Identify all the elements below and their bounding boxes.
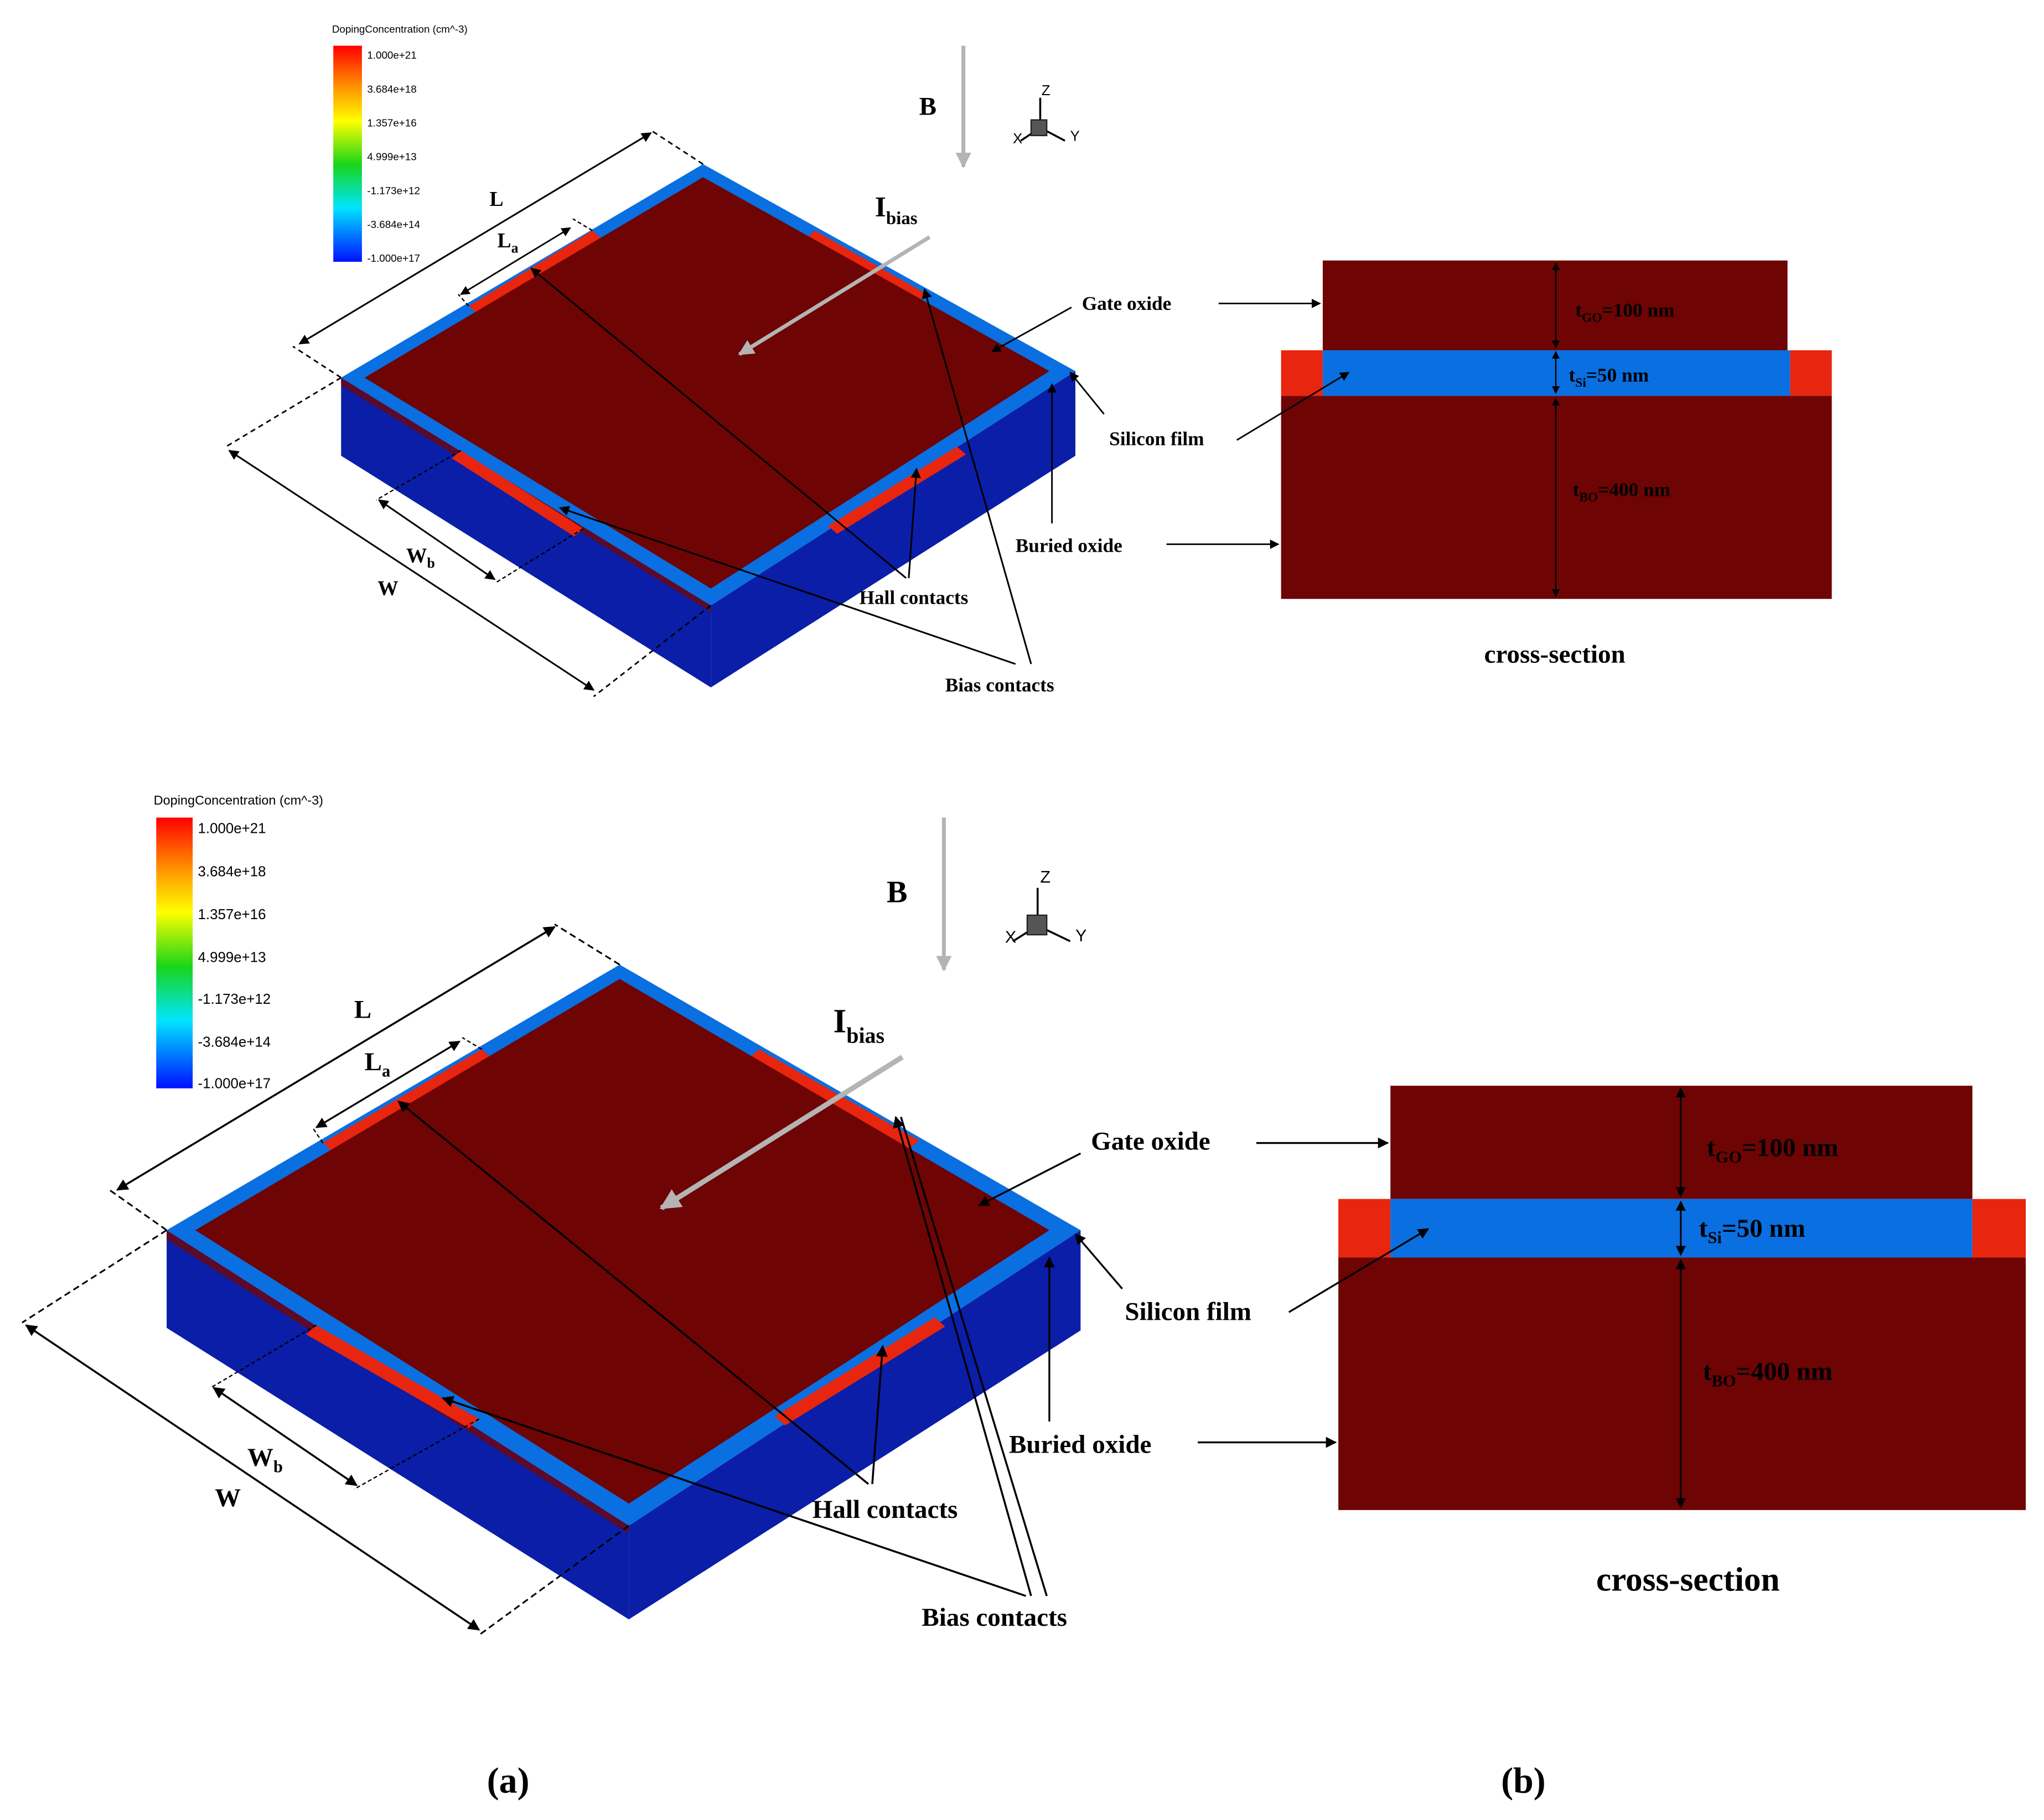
legend-tick: 4.999e+13	[198, 950, 266, 966]
legend-tick: 1.357e+16	[367, 117, 416, 128]
legend-colorbar	[333, 45, 362, 262]
cs-tbo-label: tBO=400 nm	[1703, 1357, 1833, 1391]
legend-tick: -3.684e+14	[198, 1034, 271, 1050]
panel-bottom: DopingConcentration (cm^-3) 1.000e+21 3.…	[22, 793, 2026, 1636]
cs-buried-oxide	[1338, 1257, 2026, 1510]
label-W: W	[377, 577, 399, 600]
axis-cube-icon	[1026, 914, 1048, 936]
ibias-arrow	[659, 1055, 904, 1211]
legend-tick: -3.684e+14	[367, 219, 420, 230]
bias-contact	[806, 230, 927, 303]
axis-x: X	[1005, 927, 1016, 946]
cs-title: cross-section	[1484, 640, 1626, 669]
label-bias-contacts: Bias contacts	[922, 1603, 1067, 1632]
legend-tick: -1.000e+17	[367, 252, 420, 264]
cs-tbo-label: tBO=400 nm	[1572, 479, 1670, 504]
legend-tick: -1.173e+12	[367, 185, 420, 196]
cs-contact-left	[1281, 350, 1323, 396]
cs-tgo-label: tGO=100 nm	[1575, 299, 1674, 325]
ibias-arrow	[738, 235, 931, 356]
legend-tick: 3.684e+18	[367, 83, 416, 95]
b-field-label: B	[919, 92, 936, 121]
label-W: W	[215, 1484, 241, 1512]
caption-b: (b)	[1501, 1760, 1546, 1801]
label-silicon-film: Silicon film	[1109, 428, 1204, 450]
cross-section: tGO=100 nm tSi=50 nm tBO=400 nm cross-se…	[1198, 1086, 2026, 1599]
doping-legend: DopingConcentration (cm^-3) 1.000e+21 3.…	[154, 793, 323, 1092]
label-La: La	[365, 1048, 391, 1081]
hall-contact	[774, 1317, 945, 1425]
panel-top: DopingConcentration (cm^-3) 1.000e+21 3.…	[223, 23, 1832, 697]
dim-La	[460, 227, 571, 295]
label-gate-oxide: Gate oxide	[1091, 1127, 1210, 1155]
cs-buried-oxide	[1281, 396, 1832, 599]
hall-contact	[828, 447, 966, 534]
axis-x: X	[1013, 131, 1022, 147]
axis-z: Z	[1042, 83, 1051, 98]
label-ibias: Ibias	[833, 1003, 884, 1048]
b-field-label: B	[887, 875, 908, 909]
axis-cube-icon	[1030, 119, 1048, 137]
dim-Wb	[377, 499, 496, 580]
legend-tick: 3.684e+18	[198, 864, 266, 879]
axis-y: Y	[1070, 128, 1080, 144]
axis-triad: Z X Y	[1005, 868, 1086, 946]
legend-tick: -1.173e+12	[198, 992, 271, 1007]
dim-Wb	[213, 1387, 358, 1486]
label-ibias: Ibias	[875, 191, 918, 229]
label-Wb: Wb	[406, 544, 435, 571]
cs-tgo-label: tGO=100 nm	[1707, 1133, 1839, 1166]
annotations: Gate oxide Silicon film Buried oxide Hal…	[397, 1100, 1251, 1632]
caption-a: (a)	[487, 1760, 530, 1801]
label-gate-oxide: Gate oxide	[1082, 293, 1172, 314]
device-side-right	[629, 1230, 1081, 1620]
dimensions: L La W Wb	[223, 129, 712, 697]
legend-tick: 1.000e+21	[367, 49, 416, 61]
label-L: L	[489, 188, 503, 211]
device-side-right	[711, 371, 1075, 688]
legend-colorbar	[156, 817, 193, 1088]
cs-tsi-label: tSi=50 nm	[1699, 1214, 1805, 1247]
label-buried-oxide: Buried oxide	[1016, 535, 1122, 557]
legend-tick: 1.357e+16	[198, 907, 266, 922]
cs-contact-right	[1790, 350, 1832, 396]
cs-contact-left	[1338, 1199, 1391, 1258]
cs-contact-right	[1972, 1199, 2026, 1258]
cross-section: tGO=100 nm tSi=50 nm tBO=400 nm cross-se…	[1166, 260, 1832, 669]
label-buried-oxide: Buried oxide	[1009, 1430, 1151, 1459]
legend-title: DopingConcentration (cm^-3)	[332, 23, 468, 35]
label-L: L	[354, 995, 371, 1024]
label-hall-contacts: Hall contacts	[813, 1495, 958, 1524]
legend-title: DopingConcentration (cm^-3)	[154, 793, 323, 807]
label-La: La	[498, 229, 519, 256]
legend-tick: 4.999e+13	[367, 151, 416, 163]
device-3d	[341, 164, 1075, 688]
label-bias-contacts: Bias contacts	[945, 674, 1054, 696]
dim-La	[315, 1040, 461, 1128]
annotations: Gate oxide Silicon film Buried oxide Hal…	[530, 267, 1204, 696]
legend-tick: -1.000e+17	[198, 1076, 271, 1092]
axis-triad: Z X Y	[1013, 83, 1080, 147]
label-silicon-film: Silicon film	[1125, 1297, 1251, 1326]
legend-tick: 1.000e+21	[198, 821, 266, 837]
dimensions: L La W Wb	[22, 924, 630, 1636]
axis-y: Y	[1075, 926, 1086, 945]
label-Wb: Wb	[247, 1443, 283, 1476]
label-hall-contacts: Hall contacts	[859, 587, 968, 609]
cs-tsi-label: tSi=50 nm	[1569, 364, 1649, 390]
doping-legend: DopingConcentration (cm^-3) 1.000e+21 3.…	[332, 23, 468, 264]
cs-title: cross-section	[1596, 1562, 1780, 1599]
axis-z: Z	[1040, 868, 1051, 886]
